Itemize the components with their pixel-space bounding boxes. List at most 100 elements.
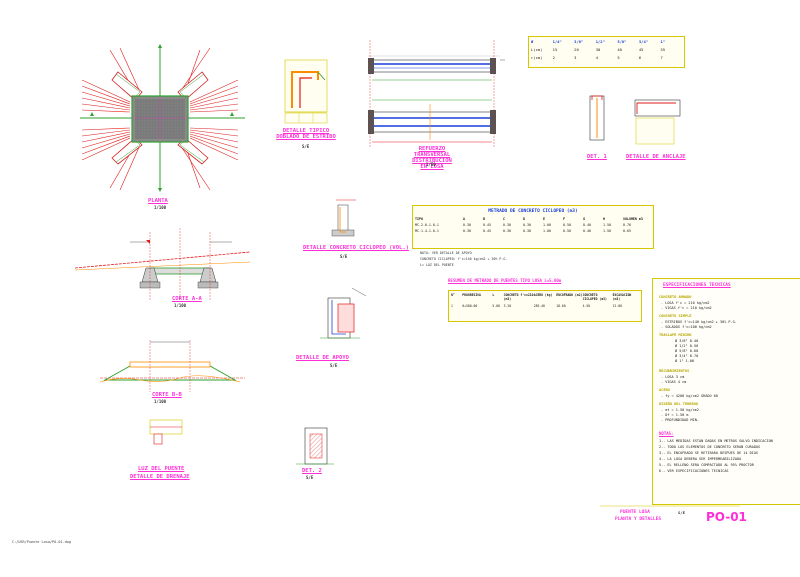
- spec-line: - LOSA 3 cm: [661, 375, 685, 379]
- concrete-table-title: METRADO DE CONCRETO CICLOPEO (m3): [488, 209, 578, 214]
- cell: 0.30: [523, 229, 531, 233]
- spec-section-head: TRASLAPE MINIMO: [659, 333, 692, 337]
- cell: 40: [617, 47, 622, 52]
- cell: 0.50: [563, 223, 571, 227]
- det1-title: DET. 1: [587, 154, 607, 160]
- spec-section-head: CONCRETO ARMADO: [659, 295, 692, 299]
- spec-line: Ø 1" 1.00: [675, 359, 694, 363]
- cell: 1.50: [603, 223, 611, 227]
- spec-section-head: CONCRETO SIMPLE: [659, 314, 692, 318]
- det2-scale: S/E: [306, 475, 314, 480]
- cell: 0.30: [503, 223, 511, 227]
- support-title: DETALLE DE APOYO: [296, 355, 349, 361]
- parapet-title: DETALLE CONCRETO CICLOPEO (VOL.): [303, 245, 409, 251]
- cell: 15: [552, 47, 558, 52]
- rebar-table-row: r(cm) 2 3 4 5 6 7: [529, 52, 684, 60]
- cell: F: [563, 217, 565, 221]
- cell: ACERO (kg): [533, 293, 553, 297]
- cell: CONCRETO CICLOPEO (m3): [582, 293, 607, 301]
- note-line: 2.- TODO LOS ELEMENTOS DE CONCRETO SERAN…: [659, 445, 761, 449]
- cell: 55: [660, 47, 666, 52]
- spec-section-head: DISEÑO DEL TERRENO: [659, 402, 698, 406]
- cell: 0.45: [483, 229, 491, 233]
- steel-table-title: RESUMEN DE METRADO DE PUENTES TIPO LOSA …: [448, 278, 562, 283]
- cell: 0.40: [583, 223, 591, 227]
- cell: G: [583, 217, 585, 221]
- cell: C: [503, 217, 505, 221]
- cell: MC-2.0-1.0-1: [415, 223, 439, 227]
- cell: 3/8": [574, 39, 584, 44]
- cell: 20: [574, 47, 579, 52]
- longitudinal-title: REFUERZO TRANSVERSAL DISTRIBUCION EN LOS…: [412, 146, 452, 170]
- cell: 1: [451, 304, 453, 308]
- note-line: 1.- LAS MEDIDAS ESTAN DADAS EN METROS SA…: [659, 439, 773, 443]
- cell: 1": [660, 39, 666, 44]
- cut-b-title: CORTE B-B: [152, 392, 182, 398]
- rebar-table: Ø 1/4" 3/8" 1/2" 5/8" 3/4" 1" L(cm) 15 2…: [528, 36, 685, 68]
- plan-scale: 1/100: [154, 205, 167, 210]
- cell: 1/2": [595, 39, 605, 44]
- cell: B: [483, 217, 485, 221]
- weep-title: LUZ DEL PUENTE: [138, 466, 185, 472]
- cut-b-scale: 1/100: [154, 399, 167, 404]
- cell: 0.30: [463, 229, 471, 233]
- cell: CONCRETO f'c=210 (m3): [503, 293, 534, 301]
- cell: L(cm): [531, 47, 543, 52]
- cell: 18.60: [556, 304, 566, 308]
- note-line: 6.- VER ESPECIFICACIONES TECNICAS: [659, 469, 729, 473]
- concrete-note: CONCRETO CICLOPEO: f'c=140 kg/cm2 + 30% …: [420, 257, 508, 261]
- cut-a-scale: 1/100: [174, 303, 187, 308]
- cell: 1.50: [603, 229, 611, 233]
- file-path: C:/USR/Puente Losa/PO-01.dwg: [12, 540, 72, 544]
- cell: VOLUMEN m3: [623, 217, 643, 221]
- note-line: 5.- EL RELLENO SERA COMPACTADO AL 95% PR…: [659, 463, 754, 467]
- spec-line: Ø 3/4" 0.70: [675, 354, 699, 358]
- cell: D: [523, 217, 525, 221]
- spec-line: - PROFUNDIDAD MIN.: [661, 418, 699, 422]
- stirrup-title: DETALLE TIPICO DOBLADO DE ESTRIBO: [276, 128, 336, 140]
- concrete-table: METRADO DE CONCRETO CICLOPEO (m3) TIPO A…: [412, 205, 654, 249]
- cell: MC-1.4-1.0-1: [415, 229, 439, 233]
- cell: A: [463, 217, 465, 221]
- cell: 5: [617, 55, 620, 60]
- cell: 0.30: [463, 223, 471, 227]
- cell: L: [492, 293, 495, 297]
- spec-line: - VIGAS f'c = 210 kg/cm2: [661, 306, 712, 310]
- cell: 4: [595, 55, 599, 60]
- cell: 0+500.00: [462, 304, 478, 308]
- spec-line: - VIGAS 4 cm: [661, 380, 687, 384]
- spec-line: Ø 5/8" 0.60: [675, 349, 699, 353]
- cell: 45: [638, 47, 644, 52]
- spec-line: - Df = 1.50 m: [661, 413, 689, 417]
- spec-line: Ø 3/8" 0.40: [675, 339, 699, 343]
- notes-title: NOTAS:: [659, 431, 674, 436]
- table-row: MC-2.0-1.0-1 0.30 0.45 0.30 0.30 1.00 0.…: [413, 221, 653, 227]
- support-scale: S/E: [330, 363, 338, 368]
- cell: TIPO: [415, 217, 423, 221]
- cell: 30: [595, 47, 601, 52]
- steel-table: N° PROGRESIVA L CONCRETO f'c=210 (m3) AC…: [448, 290, 642, 322]
- cell: 1.00: [543, 229, 551, 233]
- cell: 12.80: [612, 304, 622, 308]
- cell: 7: [660, 55, 663, 60]
- spec-section-head: RECUBRIMIENTOS: [659, 369, 690, 373]
- cell: N°: [451, 293, 455, 297]
- parapet-scale: S/E: [340, 254, 348, 259]
- cell: 5.00: [492, 304, 500, 308]
- concrete-note: L= LUZ DEL PUENTE: [420, 263, 454, 267]
- cell: 6: [638, 55, 642, 60]
- rebar-table-header: Ø 1/4" 3/8" 1/2" 5/8" 3/4" 1": [529, 37, 684, 44]
- cut-a-title: CORTE A-A: [172, 296, 202, 302]
- cell: 285.40: [533, 304, 545, 308]
- note-line: 4.- LA LOSA DEBERA SER IMPERMEABILIZADA: [659, 457, 742, 461]
- concrete-table-header: TIPO A B C D E F G H VOLUMEN m3: [413, 214, 653, 221]
- steel-table-header: N° PROGRESIVA L CONCRETO f'c=210 (m3) AC…: [449, 291, 641, 301]
- cell: 1/4": [552, 39, 562, 44]
- cell: 3: [574, 55, 577, 60]
- cell: r(cm): [531, 55, 543, 60]
- title-block-line1: PUENTE LOSA: [620, 510, 650, 515]
- cell: 1.00: [543, 223, 551, 227]
- longitudinal-beam-top: [368, 55, 505, 81]
